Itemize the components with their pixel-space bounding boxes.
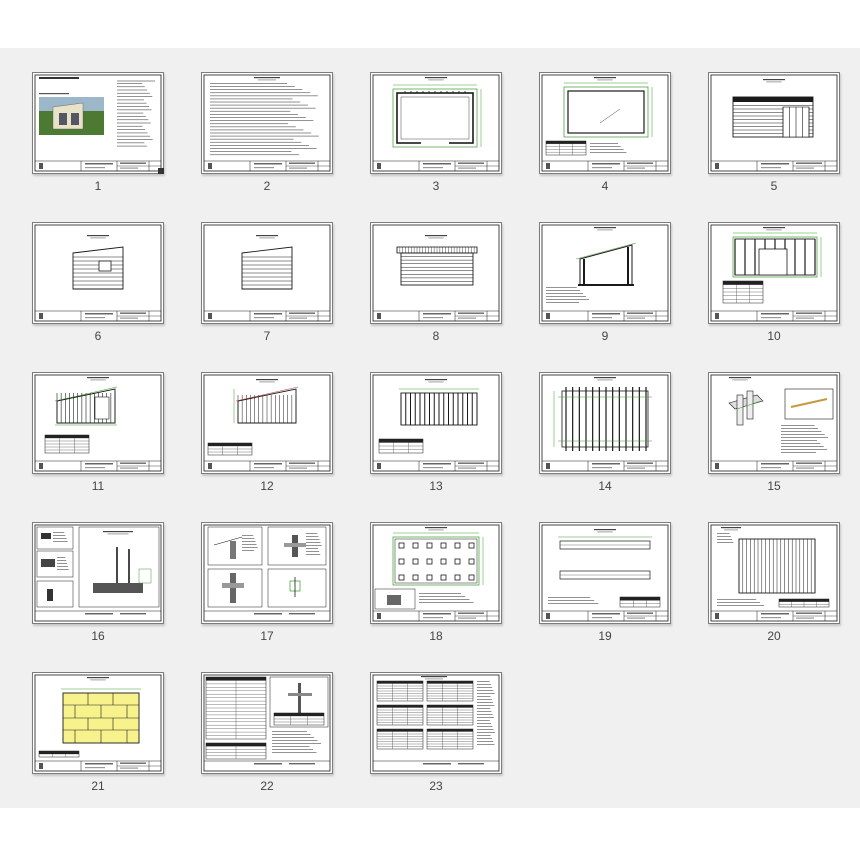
thumbnail-viewer: 1 2 3: [0, 48, 860, 808]
page-number-label: 2: [263, 179, 271, 193]
page-number-label: 4: [601, 179, 609, 193]
drawing-sheet: [372, 74, 500, 172]
page-preview[interactable]: [201, 72, 333, 174]
drawing-sheet: [372, 674, 500, 772]
page-number-label: 23: [429, 779, 443, 793]
page-thumbnail-4[interactable]: 4: [539, 72, 671, 197]
page-preview[interactable]: [32, 72, 164, 174]
page-preview[interactable]: [32, 222, 164, 324]
drawing-sheet: [34, 374, 162, 472]
drawing-sheet: [541, 224, 669, 322]
drawing-sheet: [710, 524, 838, 622]
page-thumbnail-2[interactable]: 2: [201, 72, 333, 197]
drawing-sheet: [34, 224, 162, 322]
page-thumbnail-14[interactable]: 14: [539, 372, 671, 497]
page-thumbnail-12[interactable]: 12: [201, 372, 333, 497]
drawing-sheet: [34, 74, 162, 172]
page-thumbnail-20[interactable]: 20: [708, 522, 840, 647]
page-number-label: 19: [598, 629, 612, 643]
page-preview[interactable]: [708, 72, 840, 174]
drawing-sheet: [372, 524, 500, 622]
page-preview[interactable]: [32, 372, 164, 474]
drawing-sheet: [34, 524, 162, 622]
page-thumbnail-23[interactable]: 23: [370, 672, 502, 797]
drawing-sheet: [34, 674, 162, 772]
page-number-label: 6: [94, 329, 102, 343]
page-thumbnail-1[interactable]: 1: [32, 72, 164, 197]
page-preview[interactable]: [370, 372, 502, 474]
page-number-label: 22: [260, 779, 274, 793]
page-thumbnail-3[interactable]: 3: [370, 72, 502, 197]
drawing-sheet: [541, 374, 669, 472]
page-preview[interactable]: [708, 372, 840, 474]
drawing-sheet: [372, 224, 500, 322]
page-preview[interactable]: [370, 672, 502, 774]
page-number-label: 7: [263, 329, 271, 343]
page-preview[interactable]: [201, 672, 333, 774]
page-thumbnail-grid: 1 2 3: [0, 48, 860, 808]
page-number-label: 8: [432, 329, 440, 343]
page-number-label: 15: [767, 479, 781, 493]
drawing-sheet: [203, 224, 331, 322]
drawing-sheet: [203, 524, 331, 622]
page-number-label: 14: [598, 479, 612, 493]
page-preview[interactable]: [539, 222, 671, 324]
page-number-label: 10: [767, 329, 781, 343]
drawing-sheet: [710, 374, 838, 472]
drawing-sheet: [203, 374, 331, 472]
drawing-sheet: [541, 74, 669, 172]
page-thumbnail-11[interactable]: 11: [32, 372, 164, 497]
page-preview[interactable]: [370, 72, 502, 174]
page-number-label: 20: [767, 629, 781, 643]
page-thumbnail-6[interactable]: 6: [32, 222, 164, 347]
drawing-sheet: [710, 224, 838, 322]
page-thumbnail-8[interactable]: 8: [370, 222, 502, 347]
page-number-label: 9: [601, 329, 609, 343]
page-thumbnail-19[interactable]: 19: [539, 522, 671, 647]
page-preview[interactable]: [370, 222, 502, 324]
drawing-sheet: [372, 374, 500, 472]
page-number-label: 13: [429, 479, 443, 493]
page-thumbnail-10[interactable]: 10: [708, 222, 840, 347]
drawing-sheet: [710, 74, 838, 172]
page-preview[interactable]: [201, 222, 333, 324]
page-number-label: 17: [260, 629, 274, 643]
page-number-label: 3: [432, 179, 440, 193]
page-preview[interactable]: [708, 222, 840, 324]
page-number-label: 1: [94, 179, 102, 193]
page-thumbnail-15[interactable]: 15: [708, 372, 840, 497]
page-preview[interactable]: [32, 522, 164, 624]
page-number-label: 21: [91, 779, 105, 793]
page-preview[interactable]: [370, 522, 502, 624]
page-number-label: 12: [260, 479, 274, 493]
page-number-label: 5: [770, 179, 778, 193]
page-preview[interactable]: [201, 522, 333, 624]
page-thumbnail-16[interactable]: 16: [32, 522, 164, 647]
page-thumbnail-13[interactable]: 13: [370, 372, 502, 497]
page-preview[interactable]: [201, 372, 333, 474]
page-thumbnail-18[interactable]: 18: [370, 522, 502, 647]
page-number-label: 18: [429, 629, 443, 643]
page-thumbnail-17[interactable]: 17: [201, 522, 333, 647]
page-number-label: 16: [91, 629, 105, 643]
drawing-sheet: [203, 674, 331, 772]
page-thumbnail-22[interactable]: 22: [201, 672, 333, 797]
drawing-sheet: [203, 74, 331, 172]
page-number-label: 11: [91, 479, 105, 493]
drawing-sheet: [541, 524, 669, 622]
page-preview[interactable]: [539, 72, 671, 174]
page-preview[interactable]: [708, 522, 840, 624]
selection-marker: [158, 168, 164, 174]
page-thumbnail-5[interactable]: 5: [708, 72, 840, 197]
page-thumbnail-7[interactable]: 7: [201, 222, 333, 347]
page-preview[interactable]: [32, 672, 164, 774]
page-thumbnail-21[interactable]: 21: [32, 672, 164, 797]
page-thumbnail-9[interactable]: 9: [539, 222, 671, 347]
page-preview[interactable]: [539, 372, 671, 474]
page-preview[interactable]: [539, 522, 671, 624]
